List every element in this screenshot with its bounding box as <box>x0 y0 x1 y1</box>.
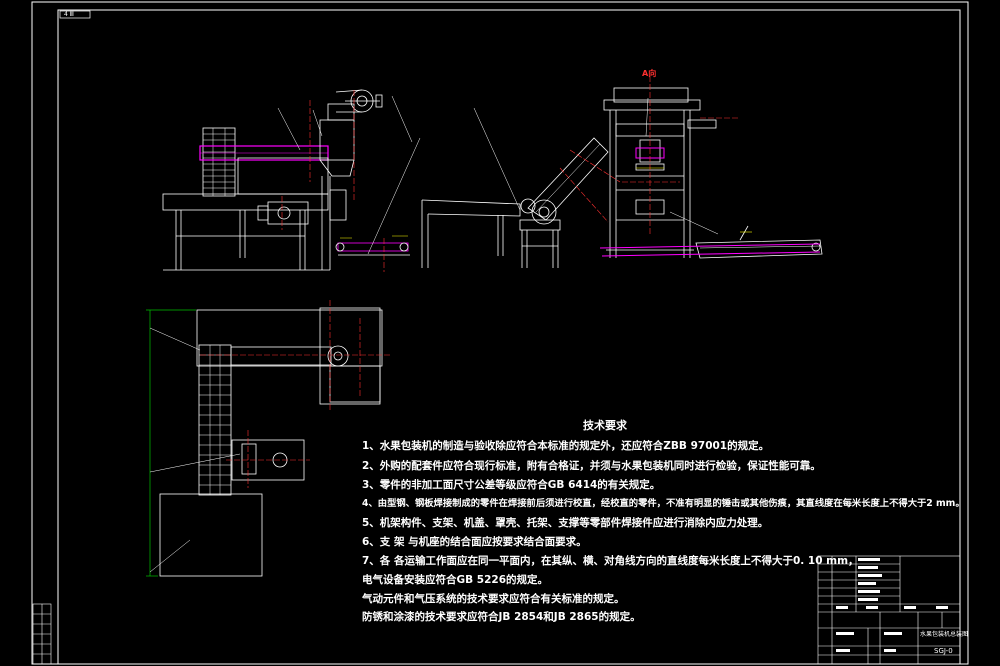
title-block-fill <box>836 558 948 652</box>
front-view-leaders <box>277 95 521 255</box>
front-view <box>162 89 410 271</box>
tech-requirement-6: 6、支 架 与机座的结合面应按要求结合面要求。 <box>362 536 587 548</box>
front-view-centerlines <box>281 90 385 272</box>
left-side-stamp <box>32 603 52 665</box>
title-block-name: 水果包装机总装图 <box>920 631 969 638</box>
tech-requirement-1: 1、水果包装机的制造与验收除应符合本标准的规定外，还应符合ZBB 97001的规… <box>362 440 770 452</box>
tech-requirement-5: 5、机架构件、支架、机盖、罩壳、托架、支撑等零部件焊接件应进行消除内应力处理。 <box>362 517 769 529</box>
tech-requirement-2: 2、外购的配套件应符合现行标准，附有合格证，并须与水果包装机同时进行检验，保证性… <box>362 460 821 472</box>
plan-view-leaders <box>149 327 241 573</box>
a-view-hidden <box>636 167 752 233</box>
tech-requirement-10: 防锈和涂漆的技术要求应符合JB 2854和JB 2865的规定。 <box>362 611 641 623</box>
plan-view-centerlines <box>200 300 390 488</box>
inner-frame <box>57 9 961 665</box>
title-block-code: SGJ-0 <box>934 647 953 655</box>
title-block <box>817 555 961 665</box>
side-view <box>421 137 609 268</box>
corner-tag-box <box>59 10 91 19</box>
side-view-centerlines <box>559 149 621 223</box>
a-view <box>603 87 823 259</box>
tech-requirements-title: 技术要求 <box>583 419 627 432</box>
a-view-magenta <box>599 147 821 257</box>
a-view-leaders <box>645 97 719 235</box>
tech-requirement-4: 4、由型钢、钢板焊接制成的零件在焊接前后须进行校直，经校直的零件，不准有明显的锤… <box>362 498 965 509</box>
corner-tag: 4 Ⅲ <box>64 11 74 18</box>
a-view-centerlines <box>622 76 740 236</box>
plan-view-dimension <box>146 309 196 577</box>
front-view-hidden <box>340 235 408 239</box>
a-view-label: A向 <box>642 69 657 78</box>
tech-requirement-7: 7、各 各运输工作面应在同一平面内，在其纵、横、对角线方向的直线度每米长度上不得… <box>362 555 859 567</box>
tech-requirement-3: 3、零件的非加工面尺寸公差等级应符合GB 6414的有关规定。 <box>362 479 661 491</box>
plan-view <box>159 307 383 577</box>
tech-requirement-8: 电气设备安装应符合GB 5226的规定。 <box>362 574 549 586</box>
tech-requirement-9: 气动元件和气压系统的技术要求应符合有关标准的规定。 <box>362 593 625 605</box>
